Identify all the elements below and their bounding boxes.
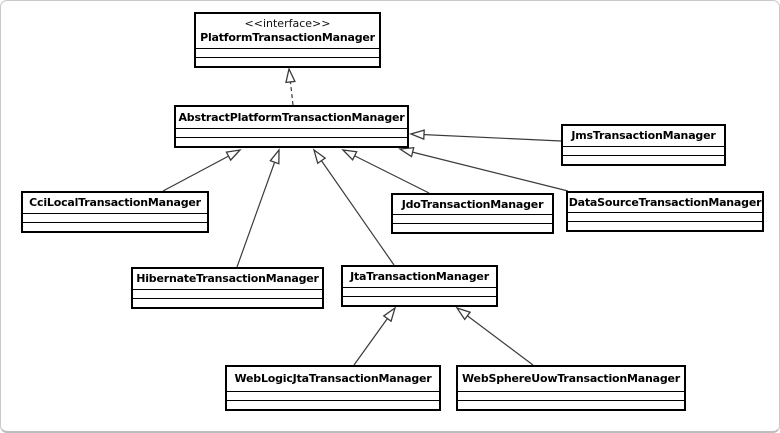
relation-websphere-extends-jta (455, 306, 534, 366)
relation-abstract-realizes-platform (285, 67, 296, 106)
operations-compartment (133, 298, 322, 307)
class-box-platform-transaction-manager: <<interface>> PlatformTransactionManager (194, 12, 381, 68)
operations-compartment (23, 222, 207, 231)
class-title: JdoTransactionManager (393, 195, 552, 214)
class-title: HibernateTransactionManager (133, 269, 322, 289)
stereotype-label: <<interface>> (244, 17, 331, 31)
class-title: <<interface>> PlatformTransactionManager (196, 14, 379, 48)
class-name: WebSphereUowTransactionManager (462, 372, 680, 386)
class-box-hibernate-transaction-manager: HibernateTransactionManager (131, 267, 324, 309)
operations-compartment (458, 400, 684, 409)
relation-jms-extends-abstract (409, 129, 562, 142)
class-title: JtaTransactionManager (343, 267, 496, 287)
class-name: WebLogicJtaTransactionManager (234, 372, 432, 386)
attributes-compartment (133, 289, 322, 298)
attributes-compartment (176, 128, 407, 137)
attributes-compartment (458, 391, 684, 400)
operations-compartment (176, 137, 407, 146)
operations-compartment (563, 155, 724, 164)
operations-compartment (343, 296, 496, 305)
class-box-jms-transaction-manager: JmsTransactionManager (561, 124, 726, 166)
operations-compartment (393, 223, 552, 232)
relation-jta-extends-abstract (312, 148, 395, 266)
class-box-weblogic-jta-transaction-manager: WebLogicJtaTransactionManager (225, 365, 441, 411)
operations-compartment (227, 400, 439, 409)
operations-compartment (196, 57, 379, 66)
relation-cci-extends-abstract (162, 149, 242, 192)
attributes-compartment (568, 212, 762, 221)
attributes-compartment (23, 213, 207, 222)
class-box-datasource-transaction-manager: DataSourceTransactionManager (566, 191, 764, 232)
class-name: CciLocalTransactionManager (29, 196, 201, 210)
class-title: JmsTransactionManager (563, 126, 724, 146)
class-name: AbstractPlatformTransactionManager (178, 110, 405, 124)
relation-datasource-extends-abstract (398, 147, 569, 192)
attributes-compartment (196, 48, 379, 57)
class-box-jdo-transaction-manager: JdoTransactionManager (391, 193, 554, 234)
class-title: WebSphereUowTransactionManager (458, 367, 684, 391)
class-title: CciLocalTransactionManager (23, 193, 207, 213)
relation-weblogic-extends-jta (353, 306, 397, 366)
class-title: DataSourceTransactionManager (568, 193, 762, 212)
relation-jdo-extends-abstract (341, 149, 430, 194)
class-title: WebLogicJtaTransactionManager (227, 367, 439, 391)
class-name: JtaTransactionManager (350, 270, 489, 284)
class-title: AbstractPlatformTransactionManager (176, 107, 407, 128)
class-name: DataSourceTransactionManager (568, 195, 762, 209)
class-box-websphere-uow-transaction-manager: WebSphereUowTransactionManager (456, 365, 686, 411)
class-box-jta-transaction-manager: JtaTransactionManager (341, 265, 498, 307)
class-name: JmsTransactionManager (571, 129, 716, 143)
class-name: HibernateTransactionManager (136, 272, 319, 286)
operations-compartment (568, 221, 762, 230)
attributes-compartment (227, 391, 439, 400)
attributes-compartment (563, 146, 724, 155)
attributes-compartment (393, 214, 552, 223)
class-box-cci-local-transaction-manager: CciLocalTransactionManager (21, 191, 209, 233)
class-name: PlatformTransactionManager (200, 31, 375, 44)
class-name: JdoTransactionManager (401, 197, 544, 211)
attributes-compartment (343, 287, 496, 296)
relation-hibernate-extends-abstract (236, 148, 280, 268)
class-box-abstract-platform-transaction-manager: AbstractPlatformTransactionManager (174, 105, 409, 148)
